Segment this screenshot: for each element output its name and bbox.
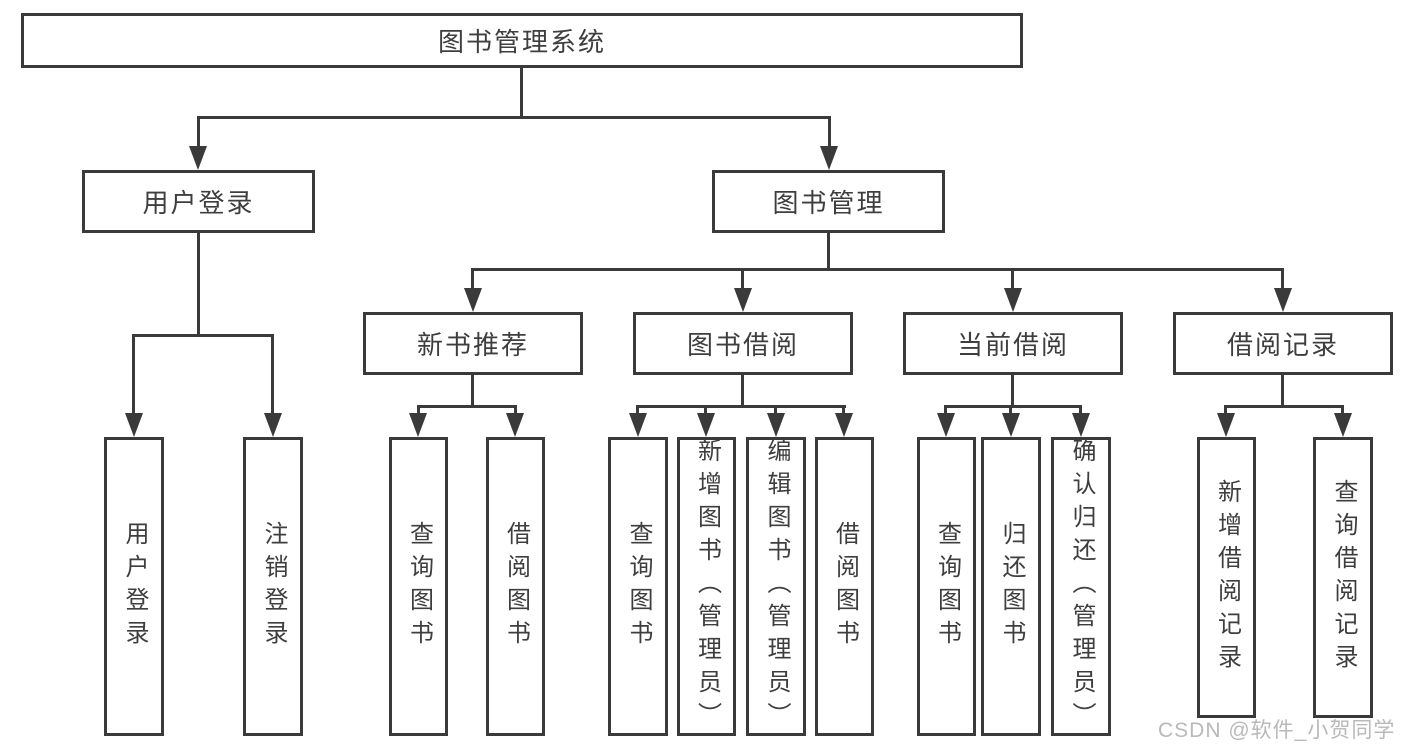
arrow-down-bb-edit [767, 413, 785, 437]
leaf-add-books-admin: 新增图书（管理员） [677, 437, 736, 736]
leaf-recommend-query-books: 查询图书 [389, 437, 448, 736]
connector-book-borrow-stem [741, 375, 744, 408]
leaf-add-borrow-record-label: 新增借阅记录 [1213, 478, 1241, 677]
leaf-edit-books-admin: 编辑图书（管理员） [746, 437, 806, 736]
leaf-current-query-books-label: 查询图书 [933, 520, 961, 653]
connector-user-login-split [132, 334, 274, 337]
connector-to-leaf-logout [271, 334, 274, 416]
leaf-edit-books-admin-label: 编辑图书（管理员） [763, 438, 790, 735]
connector-book-management-split [471, 268, 1284, 271]
node-borrow-records-label: 借阅记录 [1226, 330, 1339, 360]
arrow-down-leaf-user-login [125, 413, 143, 437]
arrow-down-bb-query [629, 413, 647, 437]
arrow-down-cb-return [1002, 413, 1020, 437]
connector-to-recommend-query [417, 405, 420, 419]
arrow-down-current-borrow [1004, 288, 1022, 312]
leaf-recommend-query-books-label: 查询图书 [405, 520, 433, 653]
leaf-borrow-books: 借阅图书 [815, 437, 874, 736]
connector-to-cb-confirm [1079, 405, 1082, 419]
connector-to-current-borrow [1011, 268, 1014, 294]
arrow-down-cb-confirm [1072, 413, 1090, 437]
arrow-down-user-login [189, 146, 207, 170]
leaf-user-login-label: 用户登录 [121, 520, 148, 653]
connector-current-borrow-stem [1011, 375, 1014, 408]
node-book-borrow: 图书借阅 [633, 312, 853, 375]
connector-to-new-book-recommend [471, 268, 474, 294]
connector-user-login-stem [197, 233, 200, 337]
leaf-recommend-borrow-books: 借阅图书 [486, 437, 545, 736]
arrow-down-br-add [1217, 413, 1235, 437]
leaf-recommend-borrow-books-label: 借阅图书 [502, 520, 530, 653]
leaf-current-query-books: 查询图书 [917, 437, 976, 736]
arrow-down-book-borrow [734, 288, 752, 312]
connector-root-stem [520, 68, 523, 119]
connector-to-bb-borrow [842, 405, 845, 419]
arrow-down-br-query [1334, 413, 1352, 437]
arrow-down-recommend-query [409, 413, 427, 437]
connector-root-split [197, 116, 831, 119]
leaf-add-borrow-record: 新增借阅记录 [1197, 437, 1256, 718]
arrow-down-leaf-logout [264, 413, 282, 437]
arrow-down-cb-query [937, 413, 955, 437]
leaf-user-login: 用户登录 [104, 437, 164, 736]
connector-to-book-management [828, 116, 831, 152]
node-new-book-recommend-label: 新书推荐 [416, 330, 529, 360]
leaf-query-borrow-record-label: 查询借阅记录 [1330, 478, 1357, 677]
leaf-confirm-return-admin-label: 确认归还（管理员） [1068, 438, 1095, 735]
node-current-borrow: 当前借阅 [903, 312, 1123, 375]
arrow-down-bb-borrow [835, 413, 853, 437]
node-current-borrow-label: 当前借阅 [956, 330, 1069, 360]
leaf-logout: 注销登录 [243, 437, 303, 736]
node-user-login: 用户登录 [82, 170, 315, 233]
csdn-watermark: CSDN @软件_小贺同学 [1158, 719, 1396, 742]
connector-to-leaf-user-login [132, 334, 135, 416]
connector-to-br-add [1224, 405, 1227, 419]
node-book-management-label: 图书管理 [772, 188, 885, 218]
leaf-borrow-query-books-label: 查询图书 [625, 520, 652, 653]
connector-borrow-records-split [1224, 405, 1343, 408]
connector-recommend-stem [471, 375, 474, 408]
connector-to-cb-query [944, 405, 947, 419]
arrow-down-new-book-recommend [464, 288, 482, 312]
connector-borrow-records-stem [1281, 375, 1284, 408]
connector-to-bb-add [704, 405, 707, 419]
connector-to-br-query [1341, 405, 1344, 419]
arrow-down-recommend-borrow [506, 413, 524, 437]
leaf-borrow-books-label: 借阅图书 [831, 520, 859, 653]
leaf-return-books-label: 归还图书 [998, 520, 1025, 653]
connector-to-book-borrow [741, 268, 744, 294]
connector-to-bb-edit [774, 405, 777, 419]
arrow-down-bb-add [697, 413, 715, 437]
node-book-borrow-label: 图书借阅 [686, 330, 799, 360]
connector-book-borrow-split [636, 405, 846, 408]
leaf-logout-label: 注销登录 [260, 520, 287, 653]
connector-current-borrow-split [944, 405, 1081, 408]
node-borrow-records: 借阅记录 [1173, 312, 1393, 375]
node-new-book-recommend: 新书推荐 [363, 312, 583, 375]
node-user-login-label: 用户登录 [142, 188, 255, 218]
leaf-add-books-admin-label: 新增图书（管理员） [693, 438, 721, 735]
leaf-borrow-query-books: 查询图书 [608, 437, 668, 736]
leaf-confirm-return-admin: 确认归还（管理员） [1051, 437, 1111, 736]
connector-to-user-login [197, 116, 200, 152]
arrow-down-book-management [820, 146, 838, 170]
node-root-label: 图书管理系统 [437, 27, 606, 57]
leaf-query-borrow-record: 查询借阅记录 [1313, 437, 1373, 718]
connector-to-cb-return [1009, 405, 1012, 419]
node-book-management: 图书管理 [712, 170, 945, 233]
node-root: 图书管理系统 [21, 13, 1023, 68]
connector-recommend-split [417, 405, 517, 408]
leaf-return-books: 归还图书 [981, 437, 1041, 736]
connector-to-borrow-records [1281, 268, 1284, 294]
connector-to-bb-query [636, 405, 639, 419]
connector-book-management-stem [827, 233, 830, 271]
connector-to-recommend-borrow [514, 405, 517, 419]
arrow-down-borrow-records [1274, 288, 1292, 312]
